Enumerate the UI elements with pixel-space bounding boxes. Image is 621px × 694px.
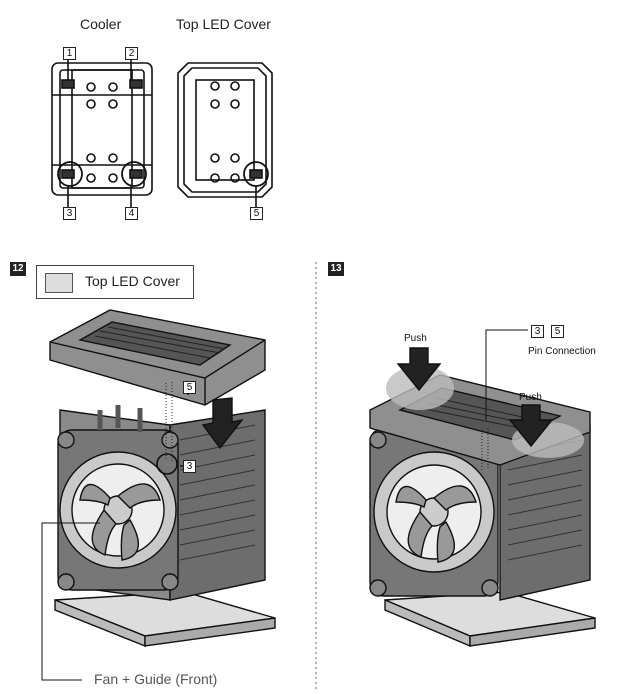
step-12-badge: 12 bbox=[10, 262, 26, 276]
step13-marker-3: 3 bbox=[531, 325, 544, 338]
marker-4: 4 bbox=[125, 207, 138, 220]
marker-2: 2 bbox=[125, 47, 138, 60]
step12-marker-3: 3 bbox=[183, 460, 196, 473]
cooler-top-view bbox=[51, 60, 153, 208]
led-cover-icon bbox=[45, 273, 73, 293]
cooler-title: Cooler bbox=[80, 16, 122, 32]
push-left-label: Push bbox=[404, 333, 427, 344]
part-label-text: Top LED Cover bbox=[85, 273, 180, 289]
led-cover-title: Top LED Cover bbox=[176, 16, 271, 32]
marker-3: 3 bbox=[63, 207, 76, 220]
part-label-box: Top LED Cover bbox=[36, 265, 194, 299]
step12-cooler-illustration bbox=[41, 309, 276, 681]
marker-1: 1 bbox=[63, 47, 76, 60]
step-13-badge: 13 bbox=[328, 262, 344, 276]
step12-marker-5: 5 bbox=[183, 381, 196, 394]
step13-cooler-illustration bbox=[369, 329, 596, 648]
fan-guide-caption: Fan + Guide (Front) bbox=[94, 671, 218, 687]
led-cover-top-view bbox=[177, 62, 273, 208]
push-right-label: Push bbox=[519, 392, 542, 403]
step13-marker-5: 5 bbox=[551, 325, 564, 338]
marker-5: 5 bbox=[250, 207, 263, 220]
pin-connection-label: Pin Connection bbox=[528, 346, 596, 357]
